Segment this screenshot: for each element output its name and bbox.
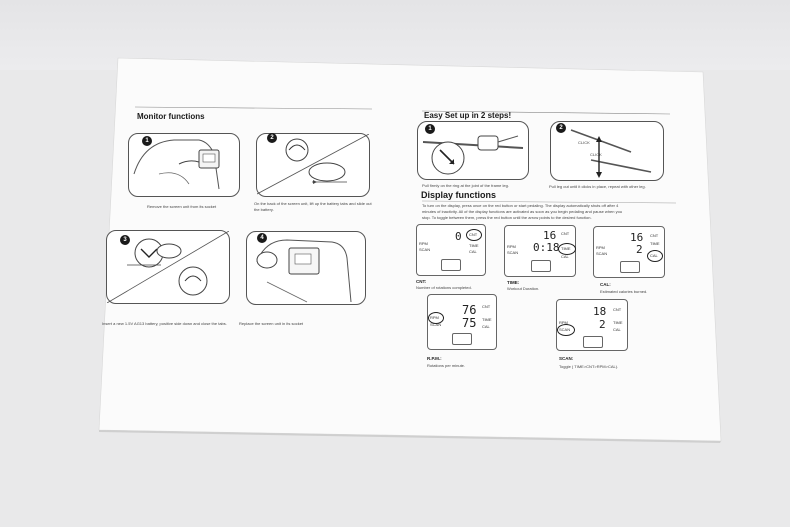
- time-top-value: 16: [543, 229, 557, 242]
- rpm-display-panel: 76 75 CNT TIME CAL RPM SCAN: [427, 294, 497, 350]
- cal-scan-tag: SCAN: [596, 251, 608, 256]
- scan-red-button[interactable]: [583, 336, 603, 348]
- rpm-indicator-ring: [428, 312, 444, 324]
- setup-step-2-caption: Pull leg out until it clicks in place, r…: [549, 184, 646, 189]
- scan-rpm-tag: RPM: [559, 320, 568, 325]
- click-label-a: CLICK: [578, 140, 590, 145]
- cal-cnt-tag: CNT: [650, 233, 659, 238]
- rpm-label: R.P.M.:: [427, 356, 442, 361]
- rpm-scan-tag: SCAN: [430, 322, 442, 327]
- battery-insert-drawing: [106, 230, 230, 304]
- step-2-illustration: [256, 133, 370, 197]
- display-intro-line-1: To turn on the display, press once on th…: [422, 203, 619, 208]
- time-bottom-value: 0:18: [533, 241, 560, 254]
- step-1-caption: Remove the screen unit from its socket: [147, 204, 217, 209]
- scan-cal-tag: CAL: [613, 327, 621, 332]
- rpm-top-value: 76: [462, 303, 477, 317]
- time-red-button[interactable]: [531, 260, 551, 272]
- rpm-description: Rotations per minute.: [427, 363, 466, 368]
- setup-step-1-caption: Pull firmly on the ring at the joint of …: [422, 183, 509, 188]
- cal-bottom-value: 2: [636, 243, 643, 256]
- scan-bottom-value: 2: [599, 318, 606, 331]
- monitor-replace-drawing: [256, 239, 352, 303]
- cal-description: Estimated calories burned.: [600, 289, 648, 294]
- monitor-functions-title: Monitor functions: [137, 112, 205, 121]
- cal-indicator-ring: [647, 250, 663, 262]
- cnt-cal-tag: CAL: [469, 249, 477, 254]
- time-display-panel: 16 0:18 CNT TIME CAL RPM SCAN: [504, 225, 576, 277]
- time-rpm-tag: RPM: [507, 244, 516, 249]
- setup-title: Easy Set up in 2 steps!: [424, 111, 512, 120]
- scan-time-tag: TIME: [613, 320, 623, 325]
- time-label: TIME:: [507, 280, 520, 285]
- step-2-caption: On the back of the screen unit, lift up …: [254, 201, 372, 212]
- ring-pull-drawing: [422, 135, 524, 175]
- scan-cnt-tag: CNT: [613, 307, 622, 312]
- step-4-illustration: [246, 231, 366, 305]
- setup-step-1-badge: 1: [425, 124, 435, 134]
- click-label-b: CLICK: [590, 152, 602, 157]
- step-3-badge: 3: [120, 235, 130, 245]
- cnt-rpm-tag: RPM: [419, 241, 428, 246]
- cnt-display-panel: 0 CNT TIME CAL RPM SCAN: [416, 224, 486, 276]
- step-4-caption: Replace the screen unit in its socket: [239, 321, 304, 326]
- time-cnt-tag: CNT: [561, 231, 570, 236]
- monitor-removal-drawing: [133, 139, 220, 190]
- leg-extend-drawing: [570, 129, 652, 178]
- time-description: Workout Duration.: [507, 286, 540, 291]
- cnt-label: CNT:: [416, 279, 427, 284]
- scan-label: SCAN:: [559, 356, 574, 361]
- setup-step-1-illustration: [417, 121, 529, 180]
- time-indicator-ring: [558, 243, 576, 255]
- step-3-illustration: [106, 230, 230, 304]
- rpm-cal-tag: CAL: [482, 324, 490, 329]
- scan-description: Toggle ( TIME>CNT>RPM>CAL).: [559, 364, 619, 369]
- cal-red-button[interactable]: [620, 261, 640, 273]
- rpm-red-button[interactable]: [452, 333, 472, 345]
- display-intro-line-3: stop. To toggle between them, press the …: [422, 215, 592, 220]
- cal-display-panel: 16 2 CNT TIME CAL RPM SCAN: [593, 226, 665, 278]
- cal-top-value: 16: [630, 231, 644, 244]
- cal-time-tag: TIME: [650, 241, 660, 246]
- cnt-red-button[interactable]: [441, 259, 461, 271]
- step-3-caption: Insert a new 1.5V AG13 battery, positive…: [102, 321, 227, 326]
- scan-top-value: 18: [593, 305, 607, 318]
- time-scan-tag: SCAN: [507, 250, 519, 255]
- step-2-badge: 2: [267, 133, 277, 143]
- rpm-cnt-tag: CNT: [482, 304, 491, 309]
- step-1-badge: 1: [142, 136, 152, 146]
- rpm-bottom-value: 75: [462, 316, 477, 330]
- time-cal-tag: CAL: [561, 254, 569, 259]
- display-intro-line-2: minutes of inactivity. All of the displa…: [422, 209, 623, 214]
- step-4-badge: 4: [257, 233, 267, 243]
- cnt-top-value: 0: [455, 230, 462, 243]
- scan-indicator-ring: [557, 324, 575, 336]
- setup-step-2-badge: 2: [556, 123, 566, 133]
- rpm-time-tag: TIME: [482, 317, 492, 322]
- cal-label: CAL:: [600, 282, 611, 287]
- cnt-time-tag: TIME: [469, 243, 479, 248]
- cnt-description: Number of rotations completed.: [416, 285, 472, 290]
- setup-step-2-illustration: [550, 121, 664, 181]
- cnt-indicator-ring: [466, 229, 482, 241]
- cal-rpm-tag: RPM: [596, 245, 605, 250]
- scan-display-panel: 18 2 CNT TIME CAL RPM SCAN: [556, 299, 628, 351]
- cnt-scan-tag: SCAN: [419, 247, 431, 252]
- display-functions-title: Display functions: [421, 190, 497, 200]
- battery-tab-drawing: [256, 133, 370, 195]
